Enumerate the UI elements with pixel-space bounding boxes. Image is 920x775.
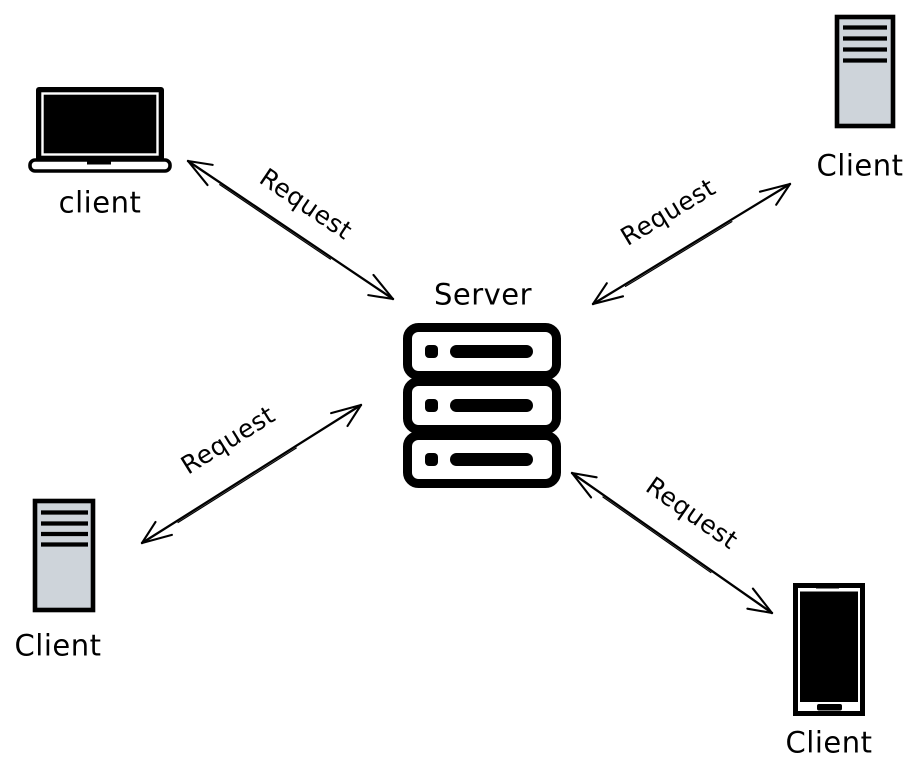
server-icon	[403, 323, 561, 488]
node-label-client-phone: Client	[785, 725, 873, 760]
edge-tower-bottom-server	[140, 403, 363, 545]
node-label-client-laptop: client	[58, 185, 142, 220]
laptop-icon	[28, 87, 172, 173]
edge-phone-server	[570, 471, 774, 615]
node-label-client-tower-top: Client	[816, 148, 904, 183]
smartphone-icon	[793, 583, 865, 716]
edges-layer	[140, 159, 792, 615]
desktop-tower-icon-top	[834, 14, 896, 129]
edge-tower-top-server	[591, 182, 792, 306]
edge-laptop-server	[186, 159, 395, 301]
node-label-client-tower-bottom: Client	[14, 628, 102, 663]
desktop-tower-icon-bottom	[32, 498, 96, 613]
node-label-server: Server	[433, 277, 533, 312]
